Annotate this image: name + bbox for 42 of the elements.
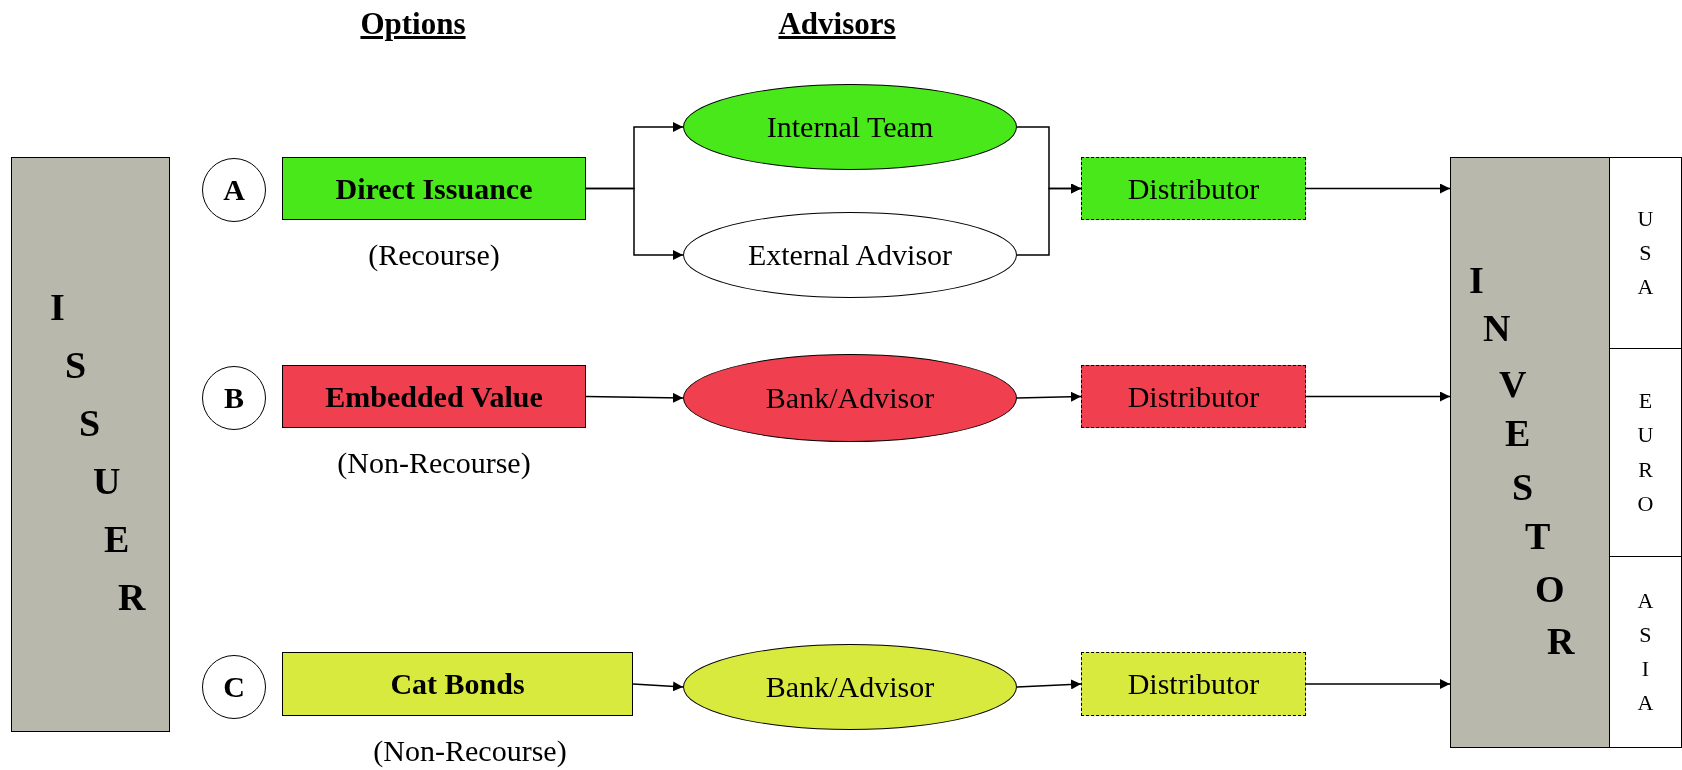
note-text: (Recourse) [368, 238, 500, 272]
option-letter: A [223, 173, 245, 207]
node-label: Bank/Advisor [765, 381, 935, 415]
region-cell [1609, 556, 1682, 748]
vertical-label: ISSUER [49, 285, 147, 620]
node-label: Bank/Advisor [765, 670, 935, 704]
column-heading: Advisors [778, 6, 896, 42]
option-letter: C [223, 670, 245, 704]
arrow [585, 187, 684, 260]
distributor-box [1081, 652, 1306, 716]
node-label: Internal Team [766, 110, 934, 144]
node-label: Direct Issuance [335, 171, 533, 206]
option-letter: B [224, 381, 244, 415]
region-label: EURO [1637, 387, 1654, 518]
node-label: Distributor [1127, 171, 1260, 206]
arrow [1016, 679, 1082, 690]
node-label: Distributor [1127, 667, 1260, 701]
option-box [282, 365, 586, 428]
option-box [282, 157, 586, 220]
node-label: Embedded Value [325, 379, 543, 414]
arrow [632, 681, 684, 692]
arrow [1305, 391, 1451, 402]
issuer-box [11, 157, 170, 732]
node-label: Cat Bonds [390, 667, 525, 701]
region-cell [1609, 157, 1682, 349]
note-text: (Non-Recourse) [337, 446, 531, 480]
region-label: ASIA [1637, 586, 1654, 718]
note-text: (Non-Recourse) [373, 734, 567, 768]
region-label: USA [1637, 204, 1654, 302]
arrow [1016, 391, 1082, 402]
arrow [585, 392, 684, 403]
investor-box [1450, 157, 1610, 748]
option-box [282, 652, 633, 716]
arrow [1305, 679, 1451, 689]
distributor-box [1081, 157, 1306, 220]
distributor-box [1081, 365, 1306, 428]
node-label: Distributor [1127, 379, 1260, 414]
column-heading: Options [360, 6, 466, 42]
node-label: External Advisor [747, 238, 953, 272]
arrow [1305, 183, 1451, 194]
arrow [1016, 183, 1082, 256]
vertical-label: INVESTOR [1468, 258, 1576, 664]
